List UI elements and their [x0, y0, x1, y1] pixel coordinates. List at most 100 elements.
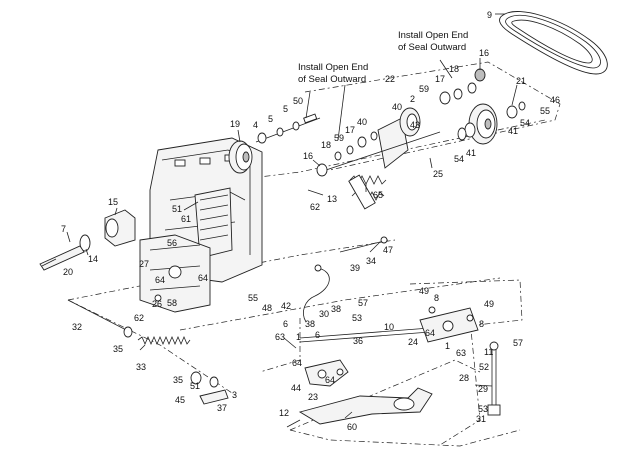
callout-5-second: 5	[268, 114, 273, 124]
callout-7: 7	[61, 224, 66, 234]
callout-24: 24	[408, 337, 418, 347]
callout-57: 57	[358, 298, 368, 308]
callout-5: 5	[283, 104, 288, 114]
callout-14: 14	[88, 254, 98, 264]
callout-49-right: 49	[484, 299, 494, 309]
callout-59: 59	[419, 84, 429, 94]
callout-40-second: 40	[357, 117, 367, 127]
callout-32: 32	[72, 322, 82, 332]
part-callouts: 9 16 18 22 21 46 55 54 41 17 59 2 40 43 …	[61, 10, 560, 432]
callout-50: 50	[293, 96, 303, 106]
callout-55: 55	[540, 106, 550, 116]
callout-49: 49	[419, 286, 429, 296]
rod-47	[339, 236, 389, 253]
callout-34: 34	[366, 256, 376, 266]
cable-30	[303, 264, 330, 323]
callout-61: 61	[181, 214, 191, 224]
callout-26: 26	[152, 299, 162, 309]
callout-62: 62	[310, 202, 320, 212]
callout-39: 39	[350, 263, 360, 273]
callout-2: 2	[410, 94, 415, 104]
note-lower-line-2: of Seal Outward	[298, 74, 366, 85]
seal-note-upper: Install Open End of Seal Outward	[398, 30, 468, 53]
callout-46: 46	[550, 95, 560, 105]
callout-44: 44	[291, 383, 301, 393]
callout-3: 3	[232, 390, 237, 400]
callout-8: 8	[434, 293, 439, 303]
callout-63: 63	[456, 348, 466, 358]
callout-33: 33	[136, 362, 146, 372]
callout-27: 27	[139, 259, 149, 269]
callout-21: 21	[516, 76, 526, 86]
callout-54: 54	[520, 118, 530, 128]
callout-6-second: 6	[315, 330, 320, 340]
callout-16-second: 16	[303, 151, 313, 161]
spring-33	[67, 299, 191, 346]
callout-38: 38	[331, 304, 341, 314]
callout-47: 47	[383, 245, 393, 255]
callout-43: 43	[410, 120, 420, 130]
callout-37: 37	[217, 403, 227, 413]
callout-54-lower: 54	[454, 154, 464, 164]
seal-note-lower: Install Open End of Seal Outward	[298, 62, 368, 85]
rod-36	[299, 327, 431, 343]
callout-1-second: 1	[296, 332, 301, 342]
pulley-21	[457, 101, 526, 145]
callout-64-lower: 64	[292, 358, 302, 368]
callout-65: 65	[373, 190, 383, 200]
callout-35-second: 35	[173, 375, 183, 385]
callout-10: 10	[384, 322, 394, 332]
callout-59-second: 59	[334, 133, 344, 143]
linkage-lower-left	[123, 326, 229, 405]
callout-51-second: 51	[190, 381, 200, 391]
callout-13: 13	[327, 194, 337, 204]
callout-15: 15	[108, 197, 118, 207]
bracket-assembly-24	[419, 306, 479, 343]
leader-lines	[66, 13, 518, 428]
note-upper-line-1: Install Open End	[398, 30, 468, 41]
bracket-15	[79, 209, 136, 252]
callout-30: 30	[319, 309, 329, 319]
callout-28: 28	[459, 373, 469, 383]
callout-62-second: 62	[134, 313, 144, 323]
callout-51: 51	[172, 204, 182, 214]
callout-20: 20	[63, 267, 73, 277]
pedal-lever-60	[298, 387, 433, 425]
callout-23: 23	[308, 392, 318, 402]
callout-18-second: 18	[321, 140, 331, 150]
spring-65	[348, 174, 387, 210]
callout-16: 16	[479, 48, 489, 58]
callout-57-right: 57	[513, 338, 523, 348]
callout-41-lower: 41	[466, 148, 476, 158]
callout-22: 22	[385, 74, 395, 84]
callout-41: 41	[508, 126, 518, 136]
seal-stack-lower	[316, 131, 441, 177]
callout-9: 9	[487, 10, 492, 20]
note-lower-line-1: Install Open End	[298, 62, 368, 73]
rod-28	[487, 341, 501, 416]
shaft-20	[39, 245, 85, 271]
pulley-19	[228, 140, 253, 174]
callout-40: 40	[392, 102, 402, 112]
callout-17-second: 17	[345, 125, 355, 135]
callout-1: 1	[445, 341, 450, 351]
callout-35: 35	[113, 344, 123, 354]
callout-60: 60	[347, 422, 357, 432]
callout-58: 58	[167, 298, 177, 308]
callout-31: 31	[476, 414, 486, 424]
callout-53-right: 53	[478, 404, 488, 414]
callout-8-right: 8	[479, 319, 484, 329]
note-upper-line-2: of Seal Outward	[398, 42, 466, 53]
callout-6: 6	[283, 319, 288, 329]
callout-19: 19	[230, 119, 240, 129]
callout-17: 17	[435, 74, 445, 84]
callout-56: 56	[167, 238, 177, 248]
callout-55-lower: 55	[248, 293, 258, 303]
callout-42: 42	[281, 301, 291, 311]
callout-38-second: 38	[305, 319, 315, 329]
callout-11: 11	[484, 347, 493, 357]
callout-63-lower: 63	[275, 332, 285, 342]
callout-12: 12	[279, 408, 289, 418]
callout-36: 36	[353, 336, 363, 346]
